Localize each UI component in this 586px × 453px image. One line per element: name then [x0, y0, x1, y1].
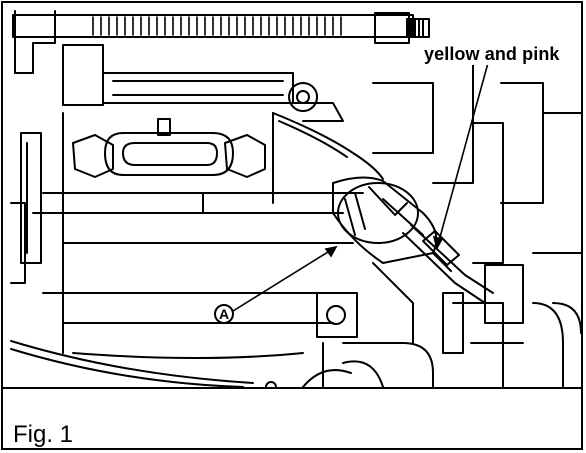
engine-line-drawing [10, 10, 581, 387]
top-grille [12, 14, 414, 38]
marker-leader-line [232, 246, 337, 312]
callout-leader-line [436, 62, 489, 249]
connector-color-callout: yellow and pink [422, 43, 562, 65]
grille-fins [92, 16, 342, 36]
reference-marker-a: A [214, 304, 234, 324]
figure-caption: Fig. 1 [13, 421, 74, 448]
engine-illustration: yellow and pink A [3, 3, 581, 389]
